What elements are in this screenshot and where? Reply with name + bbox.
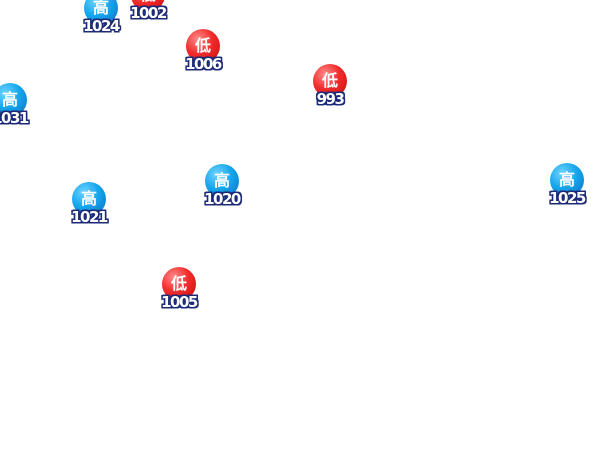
pressure-value-label: 1025: [549, 189, 586, 207]
high-pressure-icon: 高: [0, 83, 27, 117]
pressure-marker-low[interactable]: 低 993: [300, 64, 360, 124]
pressure-marker-low[interactable]: 低 1005: [149, 267, 209, 327]
low-pressure-icon: 低: [162, 267, 196, 301]
pressure-marker-high[interactable]: 高 1027: [23, 0, 83, 18]
high-pressure-icon: 高: [205, 164, 239, 198]
pressure-value-label: 1005: [161, 293, 198, 311]
pressure-marker-high[interactable]: 高 1024: [71, 0, 131, 51]
pressure-value-label: 1027: [23, 0, 83, 2]
pressure-marker-low[interactable]: 低 1006: [173, 29, 233, 89]
low-pressure-icon: 低: [131, 0, 165, 12]
pressure-value-label: 1024: [83, 17, 120, 35]
pressure-value-label: 1020: [204, 190, 241, 208]
pressure-marker-high[interactable]: 高 1025: [537, 163, 597, 223]
pressure-value-label: 993: [316, 90, 345, 108]
high-pressure-icon: 高: [550, 163, 584, 197]
pressure-marker-high[interactable]: 高 1021: [59, 182, 119, 242]
pressure-marker-high[interactable]: 高 1031: [0, 83, 40, 143]
pressure-value-label: 1002: [130, 4, 167, 22]
pressure-value-label: 1021: [71, 208, 108, 226]
low-pressure-icon: 低: [186, 29, 220, 63]
pressure-marker-low[interactable]: 低 1002: [118, 0, 178, 38]
pressure-value-label: 1031: [0, 109, 29, 127]
low-pressure-icon: 低: [313, 64, 347, 98]
pressure-marker-high[interactable]: 高 1020: [192, 164, 252, 224]
pressure-value-label: 1006: [185, 55, 222, 73]
high-pressure-icon: 高: [72, 182, 106, 216]
